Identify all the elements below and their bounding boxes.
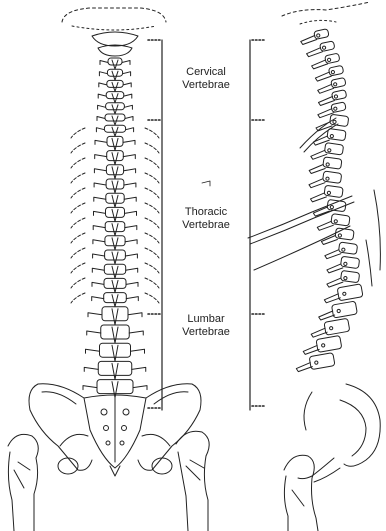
vertebra-posterior	[98, 103, 133, 114]
vertebra-posterior	[84, 361, 146, 379]
vertebra-posterior	[86, 343, 145, 361]
vertebra-lateral	[310, 185, 343, 202]
vertebra-lateral	[311, 318, 350, 337]
vertebra-posterior	[96, 125, 133, 136]
posterior-region-markers	[148, 40, 162, 410]
vertebra-posterior	[94, 193, 136, 207]
vertebra-lateral	[296, 353, 335, 372]
vertebra-lateral	[317, 214, 350, 231]
vertebra-lateral	[321, 228, 354, 245]
cervical-label-line2: Vertebrae	[164, 79, 248, 92]
spine-lateral-view	[248, 2, 380, 531]
vertebra-posterior	[94, 207, 137, 221]
thoracic-label-line2: Vertebrae	[164, 219, 248, 232]
vertebra-posterior	[92, 278, 138, 292]
vertebra-posterior	[93, 222, 137, 236]
vertebra-posterior	[100, 58, 130, 69]
vertebra-posterior	[92, 264, 137, 278]
vertebra-posterior	[97, 114, 133, 125]
lumbar-label-line2: Vertebrae	[164, 326, 248, 339]
lumbar-vertebrae-label: Lumbar Vertebrae	[164, 313, 248, 339]
vertebra-lateral	[301, 29, 329, 45]
vertebra-lateral	[309, 171, 342, 188]
vertebra-posterior	[93, 250, 138, 264]
vertebra-lateral	[325, 242, 358, 259]
vertebra-posterior	[95, 136, 135, 150]
vertebra-posterior	[92, 293, 139, 307]
cervical-label-line1: Cervical	[164, 66, 248, 79]
vertebra-posterior	[95, 151, 136, 165]
vertebra-lateral	[319, 301, 358, 320]
thoracic-vertebrae-label: Thoracic Vertebrae	[164, 206, 248, 232]
vertebra-posterior	[94, 179, 136, 193]
thoracic-label-line1: Thoracic	[164, 206, 248, 219]
vertebra-posterior	[88, 307, 142, 325]
vertebra-posterior	[87, 325, 144, 343]
lumbar-label-line1: Lumbar	[164, 313, 248, 326]
vertebra-posterior	[98, 92, 132, 103]
vertebra-lateral	[303, 335, 342, 354]
lateral-region-markers	[250, 40, 266, 410]
vertebra-posterior	[99, 80, 131, 91]
vertebra-posterior	[99, 69, 130, 80]
vertebra-posterior	[93, 236, 137, 250]
vertebra-posterior	[94, 165, 135, 179]
vertebra-lateral	[313, 199, 346, 216]
cervical-vertebrae-label: Cervical Vertebrae	[164, 66, 248, 92]
